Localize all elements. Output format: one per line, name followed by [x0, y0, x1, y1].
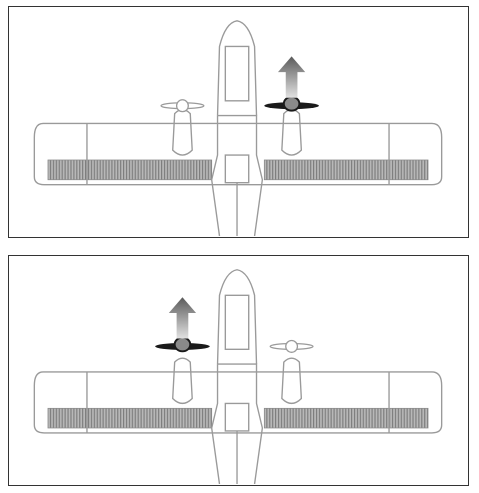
airplane-diagram-top [33, 20, 443, 236]
left-propeller-idle [160, 99, 205, 113]
left-flap [47, 159, 213, 181]
right-propeller-idle [269, 339, 314, 353]
diagram-panel-top [8, 6, 469, 238]
left-flap [47, 407, 213, 429]
arrow-up-icon [277, 56, 306, 98]
airplane-outline [33, 269, 443, 484]
airplane-diagram-bottom [33, 269, 443, 484]
arrow-up-icon [168, 297, 197, 339]
right-flap [263, 159, 429, 181]
right-propeller-active [264, 95, 319, 112]
left-propeller-active [155, 336, 210, 353]
diagram-panel-bottom [8, 255, 469, 486]
right-flap [263, 407, 429, 429]
airplane-outline [33, 20, 443, 236]
